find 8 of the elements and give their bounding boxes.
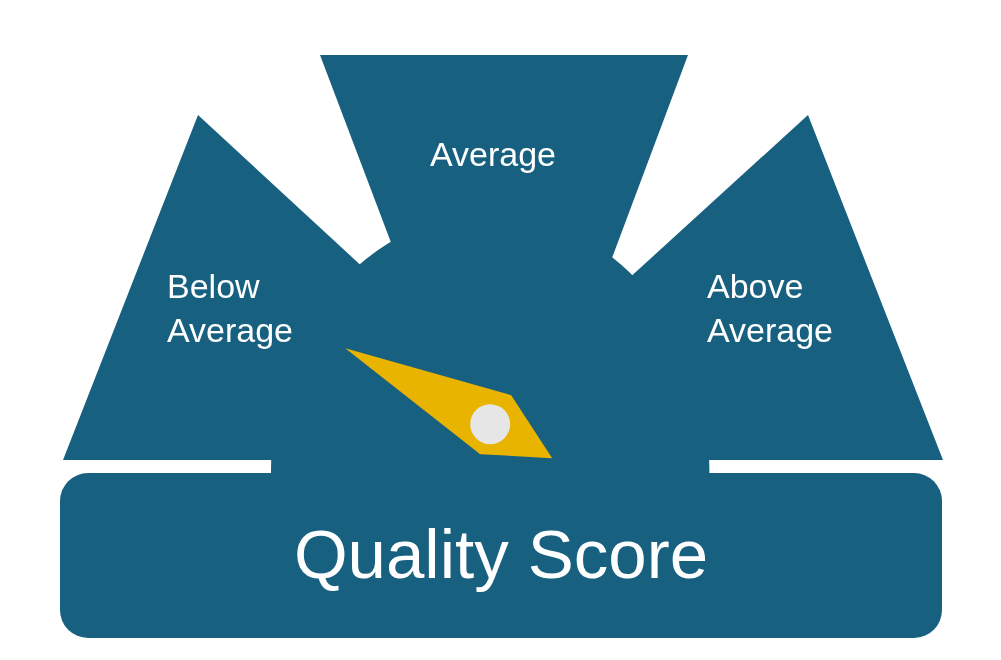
gauge-segment <box>320 55 688 259</box>
gauge-segment <box>631 115 943 460</box>
gauge-label: Below Average <box>167 266 295 351</box>
gauge-label: Average <box>429 134 557 175</box>
gauge-label: Above Average <box>707 266 835 351</box>
score-panel <box>60 473 942 638</box>
gauge-segment <box>63 115 361 460</box>
gauge-label: Quality Score <box>293 515 709 596</box>
